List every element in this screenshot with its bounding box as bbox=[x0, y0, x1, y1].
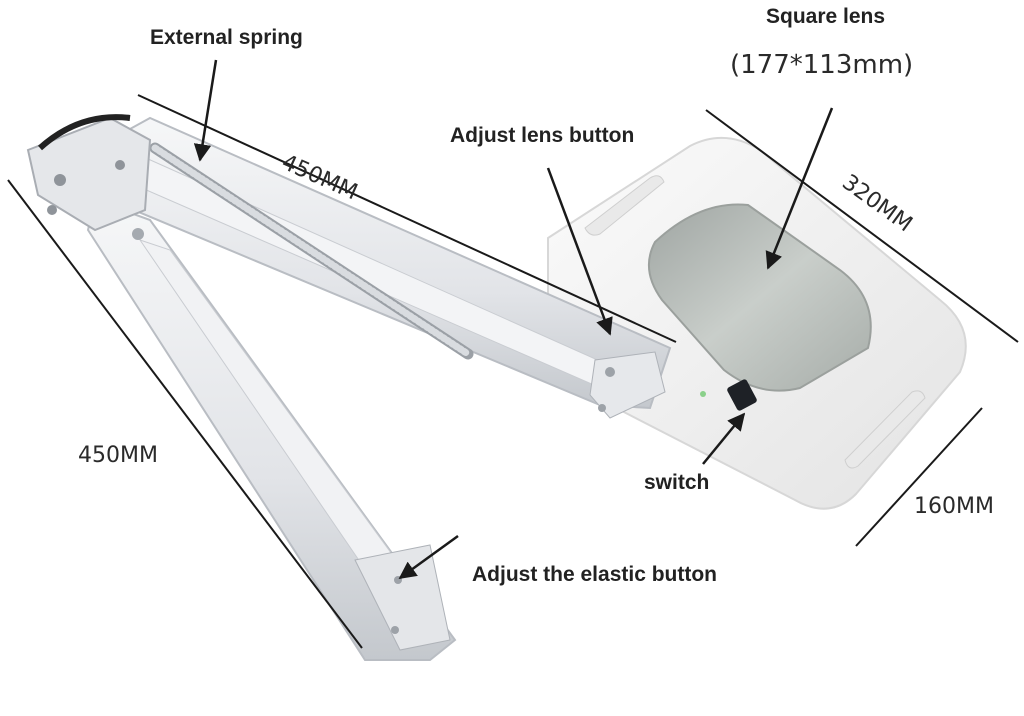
spring-arrow bbox=[193, 59, 218, 162]
head-width-dimension-line bbox=[855, 407, 983, 547]
switch-label: switch bbox=[644, 471, 710, 494]
lower-arm bbox=[86, 198, 457, 661]
lens-button-arrow bbox=[546, 167, 613, 336]
adjust-elastic-button-label: Adjust the elastic button bbox=[472, 563, 718, 586]
external-spring bbox=[151, 144, 472, 358]
square-lens bbox=[647, 203, 872, 392]
head-length-dimension-line bbox=[705, 109, 1019, 343]
power-switch[interactable] bbox=[726, 378, 758, 411]
base-joint bbox=[26, 114, 152, 232]
switch-arrow bbox=[702, 412, 746, 465]
external-spring-label: External spring bbox=[150, 26, 303, 49]
head-width-dimension-label: 160MM bbox=[914, 494, 994, 519]
lower-arm-dimension-label: 450MM bbox=[78, 443, 158, 468]
lower-arm-dimension-line bbox=[7, 179, 363, 649]
square-lens-size-label: (177*113mm) bbox=[730, 50, 914, 80]
adjust-lens-button-label: Adjust lens button bbox=[450, 124, 635, 147]
square-lens-label: Square lens bbox=[766, 5, 886, 28]
elastic-button-arrow bbox=[398, 534, 459, 580]
upper-arm-dimension-line bbox=[137, 94, 677, 343]
lens-arrow bbox=[765, 107, 834, 270]
magnifier-head bbox=[547, 136, 967, 510]
